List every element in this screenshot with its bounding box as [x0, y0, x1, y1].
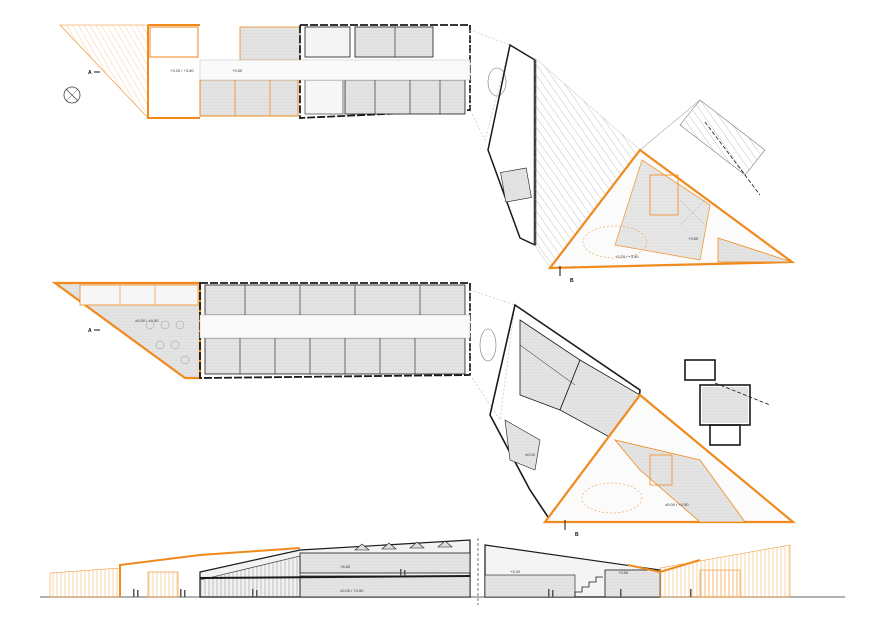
west-wing-outline [147, 25, 200, 119]
ground-atrium-void [479, 328, 497, 362]
upper-diagonal-wing [487, 43, 536, 247]
ground-floor-plan: A B ±0.00 / +0.50 ±0.00 ±0.00 / +0.50 [51, 281, 797, 538]
north-arrow-icon [63, 86, 81, 104]
upper-classrooms-south [344, 79, 466, 115]
ground-level-label-1: ±0.00 / +0.50 [135, 318, 159, 323]
upper-level-label-3: +3.20 / +3.50 [615, 254, 639, 259]
section-stair [574, 576, 603, 597]
upper-hinge-hall [469, 29, 511, 141]
west-room-lower [199, 79, 299, 117]
upper-level-label-1: +3.20 / +3.50 [170, 68, 194, 73]
upper-level-label-4: +3.50 [688, 236, 699, 241]
upper-atrium-void [487, 67, 507, 97]
upper-section-mark-b: B [570, 278, 574, 284]
upper-floor-plan: A B +3.20 / +3.50 +3.50 +3.20 / +3.50 +3… [59, 24, 796, 284]
ground-rooms-south [204, 337, 466, 375]
upper-courtyard-oval [582, 225, 648, 259]
west-room-upper [149, 26, 199, 58]
west-room-top-gray [239, 26, 301, 61]
ground-level-label-2: ±0.00 [525, 452, 536, 457]
section-west-elevation [49, 567, 121, 598]
upper-pavilion-roof [679, 99, 766, 176]
ground-section-mark-b: B [575, 532, 579, 538]
upper-classroom-north [354, 26, 434, 58]
ground-level-label-3: ±0.00 / +0.50 [665, 502, 689, 507]
ground-annex [684, 359, 751, 446]
building-section: +6.60 +3.20 ±0.00 / +0.50 +3.50 [40, 538, 845, 605]
upper-core-north [304, 26, 351, 58]
section-level-label-2: +3.20 [510, 569, 521, 574]
ground-rooms-north [204, 284, 466, 316]
upper-level-label-2: +3.50 [232, 68, 243, 73]
section-people [133, 569, 692, 597]
section-level-label-1: +6.60 [340, 564, 351, 569]
main-block-upper [299, 24, 471, 119]
upper-section-mark-a: A [88, 70, 92, 76]
ground-courtyard-oval [581, 482, 643, 514]
ground-corridor [199, 314, 471, 339]
section-level-label-4: +3.50 [618, 570, 629, 575]
ground-hinge-hall [469, 289, 516, 421]
section-level-label-3: ±0.00 / +0.50 [340, 588, 364, 593]
west-roof-wedge [59, 24, 149, 119]
ground-section-mark-a: A [88, 328, 92, 334]
